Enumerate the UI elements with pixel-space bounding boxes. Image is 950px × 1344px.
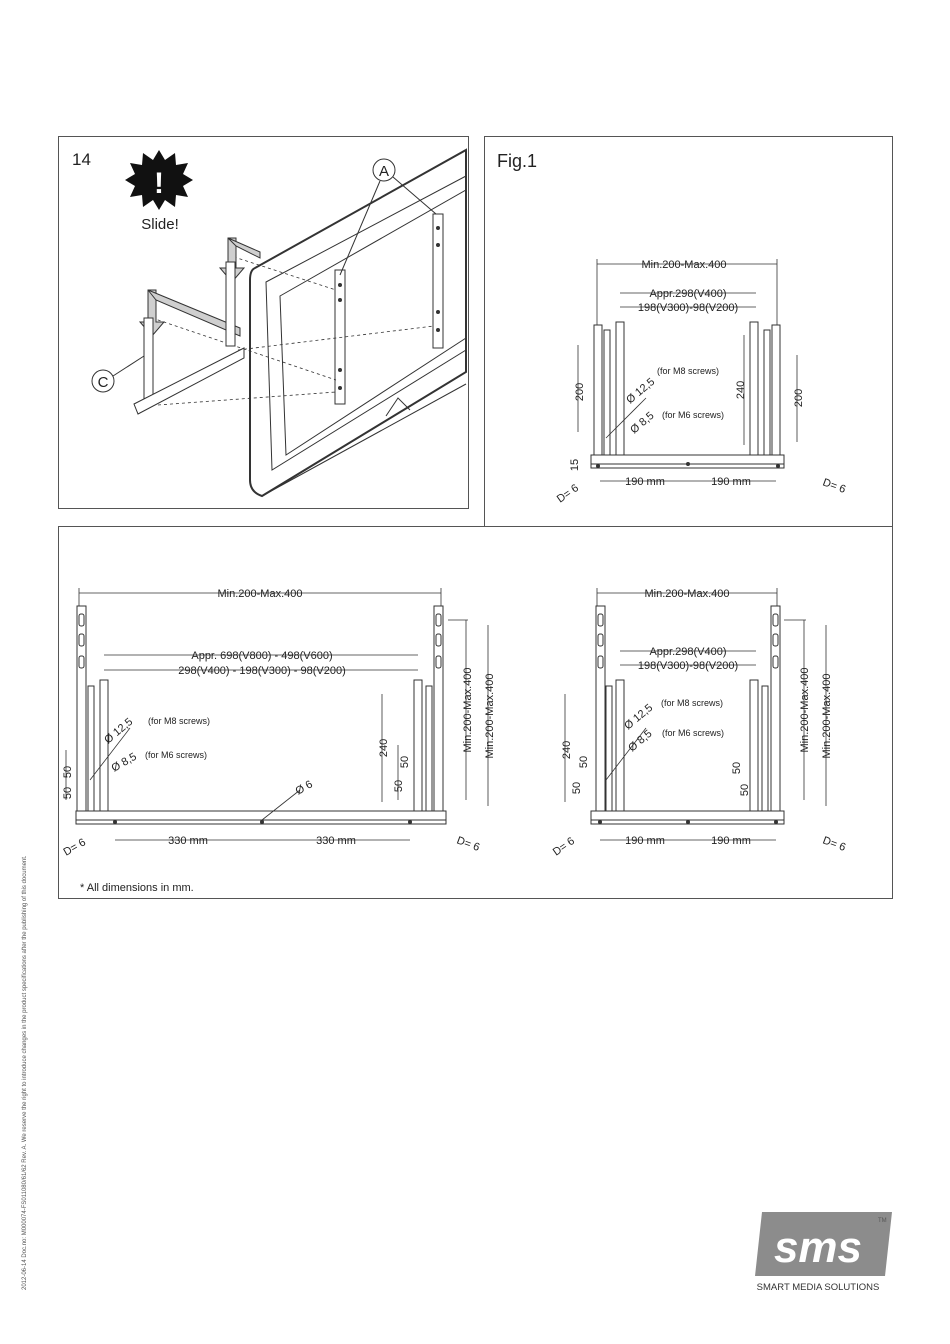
svg-text:240: 240: [735, 381, 747, 399]
svg-text:C: C: [98, 374, 109, 391]
callout-a: [372, 158, 396, 182]
svg-text:(for M8 screws): (for M8 screws): [657, 366, 719, 376]
tv-bracket-right: [432, 213, 444, 349]
svg-text:50: 50: [739, 784, 751, 796]
svg-text:50: 50: [62, 787, 74, 799]
svg-text:190 mm: 190 mm: [711, 476, 751, 488]
footnote: * All dimensions in mm.: [80, 882, 194, 894]
svg-text:Min.200-Max.400: Min.200-Max.400: [218, 588, 303, 600]
svg-text:198(V300)-98(V200): 198(V300)-98(V200): [638, 302, 738, 314]
logo-brand: sms: [774, 1223, 862, 1272]
svg-text:190 mm: 190 mm: [625, 476, 665, 488]
step-14-panel: [58, 136, 469, 509]
svg-text:Appr.298(V400): Appr.298(V400): [649, 646, 726, 658]
svg-text:50: 50: [399, 756, 411, 768]
svg-text:190 mm: 190 mm: [711, 835, 751, 847]
svg-text:Min.200-Max.400: Min.200-Max.400: [462, 668, 474, 753]
svg-text:298(V400) - 198(V300) - 98(V20: 298(V400) - 198(V300) - 98(V200): [178, 665, 346, 677]
fig1-title: Fig.1: [497, 151, 537, 171]
svg-text:50: 50: [393, 780, 405, 792]
tv-frame: [249, 148, 467, 498]
svg-text:Appr. 698(V800) - 498(V600): Appr. 698(V800) - 498(V600): [191, 650, 332, 662]
svg-text:330 mm: 330 mm: [168, 835, 208, 847]
svg-text:Min.200-Max.400: Min.200-Max.400: [799, 668, 811, 753]
wall-plate-right: [225, 261, 236, 347]
tv-bracket-left: [334, 269, 346, 405]
svg-text:200: 200: [574, 383, 586, 401]
svg-text:Min.200-Max.400: Min.200-Max.400: [821, 674, 833, 759]
svg-text:(for M8 screws): (for M8 screws): [148, 716, 210, 726]
logo-tm: TM: [878, 1218, 887, 1224]
svg-text:(for M6 screws): (for M6 screws): [145, 750, 207, 760]
svg-text:190 mm: 190 mm: [625, 835, 665, 847]
callout-c: [91, 369, 115, 393]
svg-text:A: A: [379, 163, 389, 180]
svg-text:50: 50: [731, 762, 743, 774]
svg-text:Min.200-Max.400: Min.200-Max.400: [645, 588, 730, 600]
svg-text:Appr.298(V400): Appr.298(V400): [649, 288, 726, 300]
svg-text:240: 240: [561, 741, 573, 759]
svg-text:330 mm: 330 mm: [316, 835, 356, 847]
svg-text:Min.200-Max.400: Min.200-Max.400: [484, 674, 496, 759]
logo-tagline: SMART MEDIA SOLUTIONS: [757, 1282, 880, 1293]
wall-plate-bar: [133, 347, 245, 415]
svg-text:(for M8 screws): (for M8 screws): [661, 698, 723, 708]
warning-starburst-icon: [125, 150, 193, 210]
slide-label: Slide!: [141, 216, 179, 233]
exclamation-icon: !: [154, 167, 164, 200]
svg-text:50: 50: [578, 756, 590, 768]
svg-text:50: 50: [62, 766, 74, 778]
svg-text:50: 50: [571, 782, 583, 794]
svg-text:(for M6 screws): (for M6 screws): [662, 410, 724, 420]
svg-text:Min.200-Max.400: Min.200-Max.400: [642, 259, 727, 271]
svg-text:240: 240: [378, 739, 390, 757]
svg-text:15: 15: [569, 459, 581, 471]
svg-text:(for M6 screws): (for M6 screws): [662, 728, 724, 738]
step-number: 14: [72, 150, 91, 169]
logo-badge: [755, 1212, 892, 1276]
svg-text:198(V300)-98(V200): 198(V300)-98(V200): [638, 660, 738, 672]
svg-text:200: 200: [793, 389, 805, 407]
